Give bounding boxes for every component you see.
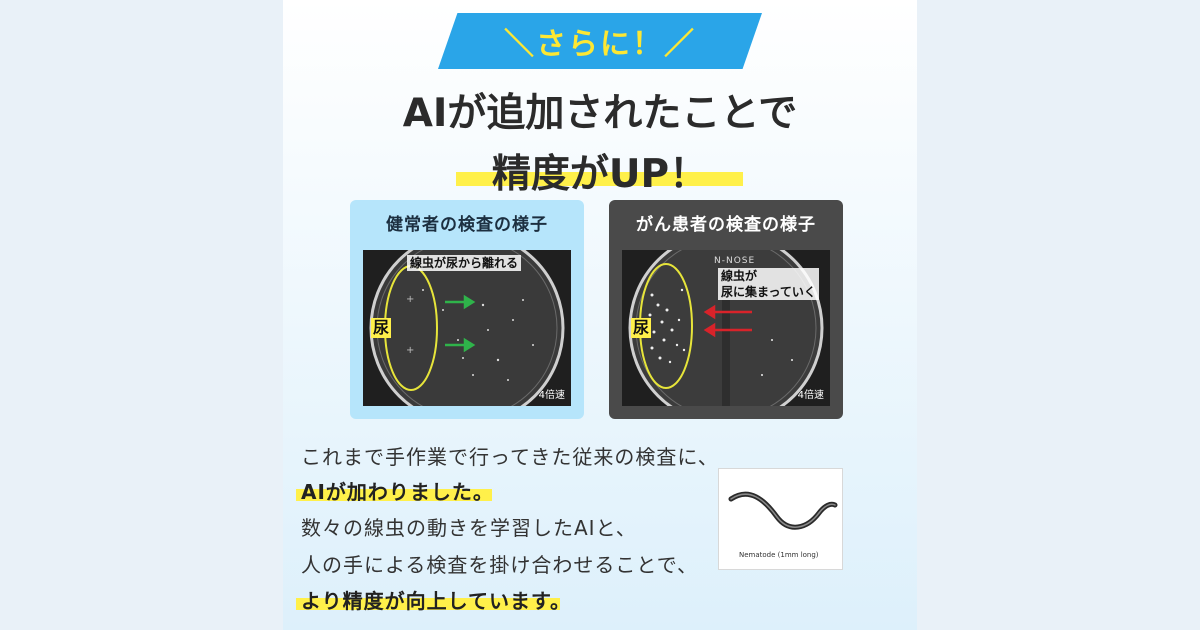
cancer-urine-label: 尿: [631, 318, 652, 338]
healthy-urine-label: 尿: [371, 318, 392, 338]
cancer-caption-line-2: 尿に集まっていく: [721, 285, 816, 299]
headline-highlight: [456, 172, 743, 186]
cancer-speed-label: 4倍速: [797, 390, 824, 401]
n-nose-logo: N-NOSE: [714, 256, 756, 266]
body-line-3: 数々の線虫の動きを学習したAIと、: [301, 516, 637, 540]
cancer-card-title: がん患者の検査の様子: [636, 215, 816, 235]
cancer-photo-caption: 線虫が 尿に集まっていく: [718, 268, 819, 300]
svg-text:+: +: [406, 345, 414, 356]
healthy-photo-caption: 線虫が尿から離れる: [407, 255, 522, 271]
cancer-caption-line-1: 線虫が: [721, 269, 758, 283]
nematode-caption: Nematode (1mm long): [739, 551, 819, 559]
healthy-test-card: 健常者の検査の様子 + + 線虫が尿から離れる 尿 4倍速: [350, 200, 584, 419]
body-line-2: AIが加わりました。: [301, 480, 494, 504]
petri-dish-healthy: + +: [363, 250, 571, 406]
healthy-card-title: 健常者の検査の様子: [386, 215, 548, 235]
headline-line-2: 精度がUP！: [491, 152, 709, 197]
body-line-5: より精度が向上しています。: [301, 589, 571, 613]
healthy-test-photo: + + 線虫が尿から離れる 尿 4倍速: [363, 250, 571, 406]
cancer-test-photo: N-NOSE 線虫が 尿に集まっていく 尿 4倍速: [622, 250, 830, 406]
svg-text:+: +: [406, 294, 414, 305]
nematode-illustration: [728, 491, 838, 530]
banner-text: ＼さらに！／: [504, 27, 696, 62]
body-highlight-1: [296, 489, 492, 501]
cancer-test-card: がん患者の検査の様子 N-NOSE 線虫が 尿に集まっていく: [609, 200, 843, 419]
body-line-1: これまで手作業で行ってきた従来の検査に、: [301, 445, 719, 469]
headline-line-1: AIが追加されたことで: [402, 91, 798, 136]
further-banner: ＼さらに！／: [438, 13, 762, 69]
body-highlight-2: [296, 598, 560, 610]
body-line-4: 人の手による検査を掛け合わせることで、: [301, 553, 698, 577]
healthy-speed-label: 4倍速: [538, 390, 565, 401]
nematode-image: Nematode (1mm long): [718, 468, 843, 570]
